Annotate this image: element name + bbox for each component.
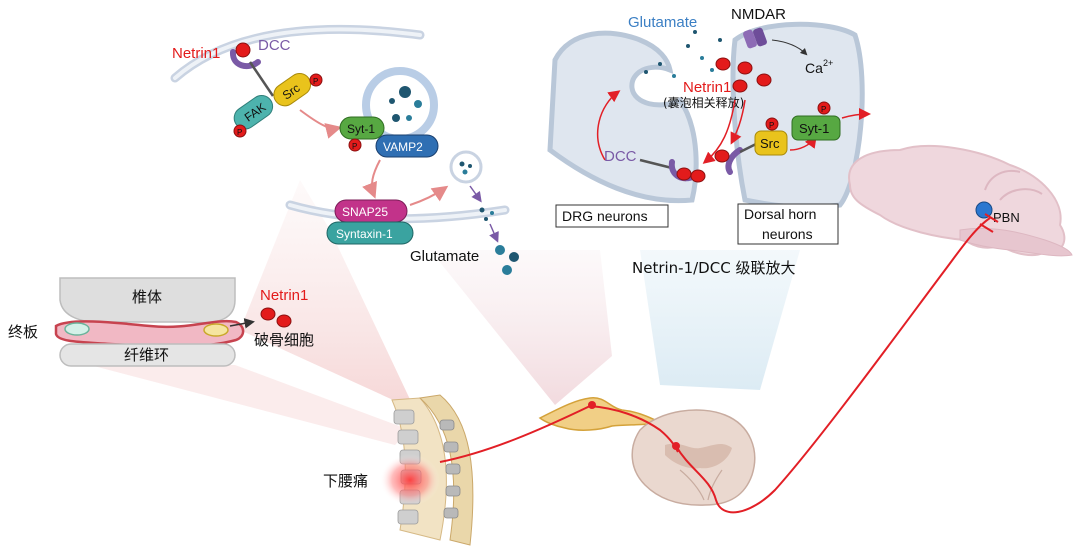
phospho-text: P bbox=[313, 77, 318, 86]
phospho-text: P bbox=[821, 105, 826, 114]
src-label-right: Src bbox=[760, 136, 780, 151]
drg-ganglion bbox=[538, 397, 663, 431]
release-vesicle bbox=[449, 150, 483, 184]
phospho-badge bbox=[309, 73, 323, 87]
beam-left bbox=[240, 180, 415, 410]
vesicle-release-label: (囊泡相关释放) bbox=[663, 95, 744, 110]
arrow-netrin-to-dh bbox=[730, 99, 746, 145]
arrow-src-to-syt1 bbox=[299, 109, 342, 139]
pain-pathway-peripheral bbox=[439, 405, 591, 463]
arrow-syt1-out bbox=[841, 108, 871, 121]
syt1-protein-right bbox=[791, 115, 841, 141]
arrow-to-release-vesicle bbox=[409, 185, 449, 206]
src-protein-top bbox=[273, 73, 312, 107]
pbn-nucleus bbox=[975, 201, 993, 219]
glutamate-label-left: Glutamate bbox=[410, 248, 479, 265]
arrow-netrin-to-drg bbox=[702, 99, 736, 164]
annulus-fibrosus bbox=[59, 343, 236, 367]
nmdar-channel bbox=[743, 27, 767, 49]
arrow-ca-influx bbox=[771, 39, 808, 56]
vertebral-body bbox=[59, 277, 236, 324]
snap25-label: SNAP25 bbox=[342, 205, 388, 219]
drg-neurons-box bbox=[555, 204, 669, 228]
brainstem bbox=[959, 227, 1073, 257]
phospho-badge bbox=[765, 117, 779, 131]
netrin1-label-top: Netrin1 bbox=[172, 45, 220, 62]
arrow-dcc-feedback bbox=[597, 90, 621, 161]
arrow-to-snap25 bbox=[362, 159, 381, 199]
syntaxin1-label: Syntaxin-1 bbox=[336, 227, 393, 241]
arrow-osteoclast-to-netrin bbox=[229, 318, 255, 329]
fak-protein bbox=[233, 95, 274, 130]
nmdar-label: NMDAR bbox=[731, 6, 786, 23]
netrin1-ligand-top bbox=[235, 42, 251, 58]
pbn-label: PBN bbox=[993, 210, 1020, 225]
netrin1-label-left: Netrin1 bbox=[260, 287, 308, 304]
annulus-label: 纤维环 bbox=[124, 346, 169, 364]
dorsal-horn-label-line2: neurons bbox=[762, 226, 813, 242]
syt1-label-right: Syt-1 bbox=[799, 121, 829, 136]
beam-spine bbox=[90, 365, 410, 445]
pain-hotspot bbox=[380, 454, 440, 506]
dcc-receptor-dh bbox=[725, 147, 743, 175]
netrin1-label-center: Netrin1 bbox=[683, 79, 731, 96]
ca-superscript: 2+ bbox=[823, 58, 833, 68]
phospho-text: P bbox=[352, 142, 357, 151]
phospho-text: P bbox=[769, 121, 774, 130]
src-protein-right bbox=[754, 130, 788, 156]
beam-middle bbox=[430, 250, 612, 405]
dcc-label-top: DCC bbox=[258, 37, 291, 54]
vamp2-protein bbox=[375, 134, 439, 158]
dcc-receptor-top bbox=[230, 49, 261, 70]
dorsal-horn-box bbox=[737, 203, 839, 245]
phospho-badge bbox=[348, 138, 362, 152]
syntaxin1-protein bbox=[326, 221, 414, 245]
drg-neuron-terminal bbox=[547, 30, 699, 204]
low-back-pain-label: 下腰痛 bbox=[323, 472, 368, 490]
syt1-protein-left bbox=[339, 116, 385, 140]
phospho-badge bbox=[817, 101, 831, 115]
dorsal-horn-label-line1: Dorsal horn bbox=[744, 206, 816, 222]
beam-right bbox=[640, 250, 800, 390]
dcc-label-center: DCC bbox=[604, 148, 637, 165]
phospho-badge bbox=[233, 124, 247, 138]
osteoclast-label: 破骨细胞 bbox=[254, 331, 314, 349]
vertebral-body-label: 椎体 bbox=[132, 288, 162, 306]
endplate-label: 终板 bbox=[8, 323, 38, 341]
osteoclast-cell bbox=[203, 323, 229, 337]
glutamate-label-top: Glutamate bbox=[628, 14, 697, 31]
pain-pathway-ascending bbox=[675, 217, 991, 514]
drg-neurons-label: DRG neurons bbox=[562, 208, 648, 224]
cascade-caption: Netrin-1/DCC 级联放大 bbox=[632, 259, 795, 277]
vamp2-label: VAMP2 bbox=[383, 140, 423, 154]
osteoclast-cell bbox=[64, 322, 90, 336]
phospho-text: P bbox=[237, 128, 242, 137]
syt1-label-left: Syt-1 bbox=[347, 122, 375, 136]
ca-label: Ca bbox=[805, 60, 823, 76]
